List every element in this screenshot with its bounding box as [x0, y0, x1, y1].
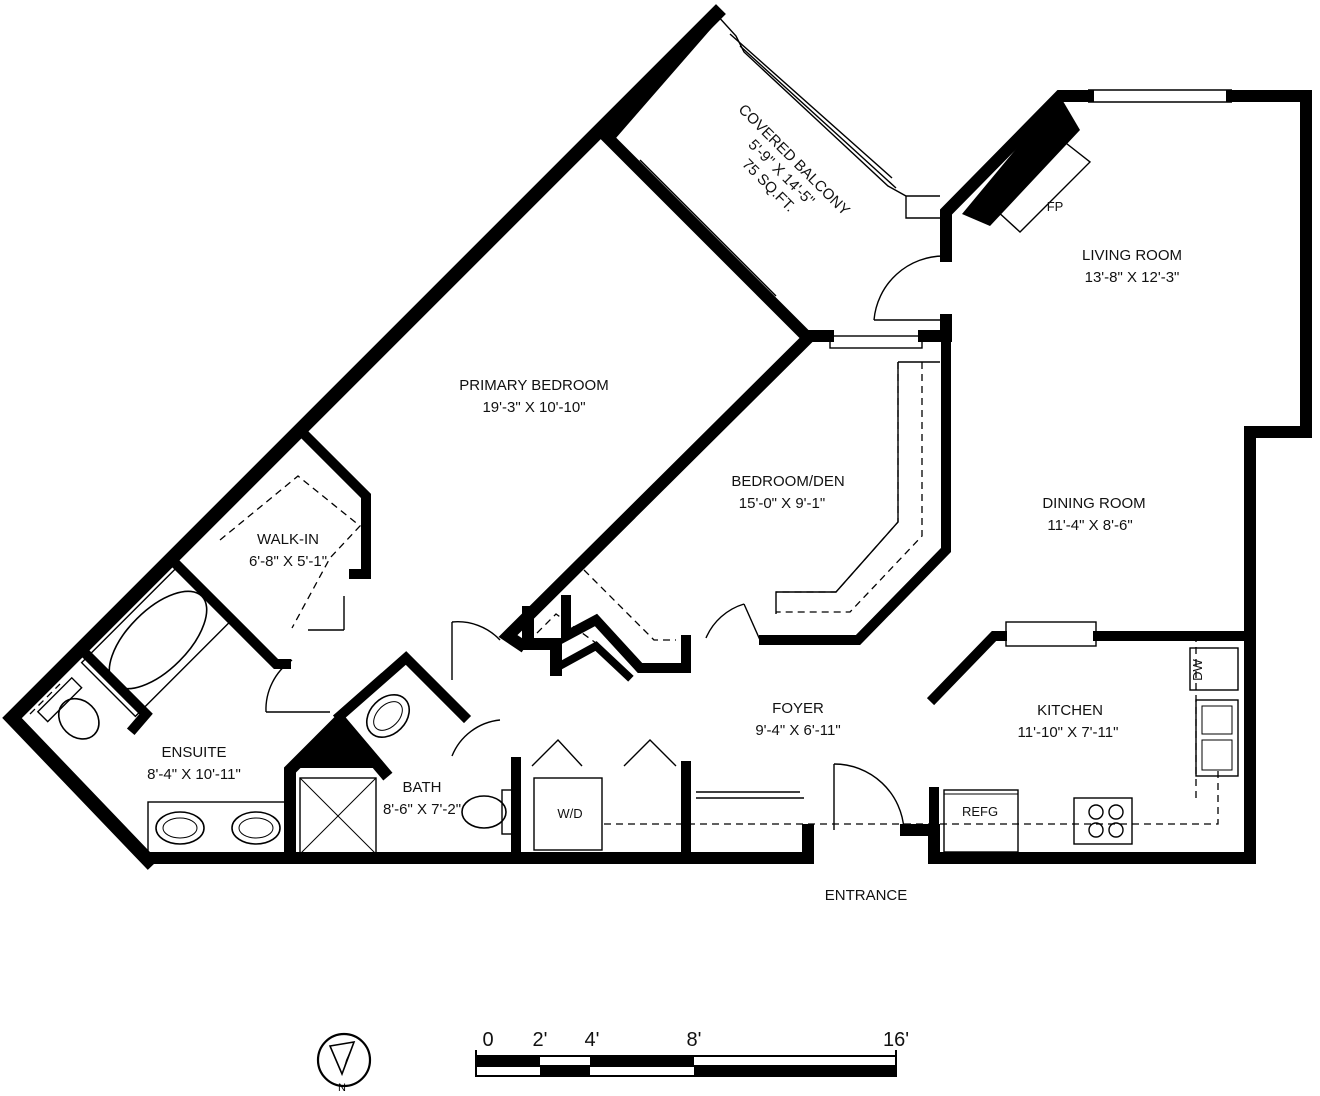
shower-corner	[292, 720, 386, 770]
living-room-dims: 13'-8" X 12'-3"	[1085, 269, 1180, 286]
scale-tick-16: 16'	[883, 1029, 909, 1051]
stove-icon	[1073, 797, 1133, 845]
interior-walls	[76, 314, 1249, 863]
bath-dims: 8'-6" X 7'-2"	[383, 801, 461, 818]
living-room-name: LIVING ROOM	[1082, 247, 1182, 264]
exterior-wall-living-north	[940, 90, 1094, 262]
exterior-wall-south-left	[142, 824, 814, 864]
refrigerator-icon	[943, 789, 1019, 853]
washer-dryer: W/D	[531, 738, 677, 851]
shower-icon	[299, 777, 377, 855]
dishwasher-label: DW	[1190, 658, 1205, 680]
bedroom-den-dims: 15'-0" X 9'-1"	[739, 495, 825, 512]
primary-bedroom-name: PRIMARY BEDROOM	[459, 377, 608, 394]
balcony-rail	[715, 13, 940, 219]
kitchen-island	[1005, 621, 1097, 647]
fireplace	[962, 96, 1092, 233]
toilet-icon	[36, 676, 100, 740]
exterior-wall-west	[2, 4, 726, 870]
primary-bedroom-dims: 19'-3" X 10'-10"	[482, 399, 585, 416]
bathtub-icon	[80, 562, 236, 718]
dining-room-name: DINING ROOM	[1042, 495, 1145, 512]
fireplace-label: FP	[1047, 199, 1064, 214]
closet-rails	[696, 361, 940, 799]
scale-tick-2: 2'	[533, 1029, 548, 1051]
compass-north-label: N	[338, 1082, 346, 1094]
kitchen-sink-icon	[1195, 699, 1239, 777]
balcony-wall	[599, 5, 815, 345]
bedroom-den-name: BEDROOM/DEN	[731, 473, 844, 490]
walk-in-dims: 6'-8" X 5'-1"	[249, 553, 327, 570]
kitchen-fixtures: REFG DW	[943, 621, 1239, 853]
kitchen-name: KITCHEN	[1037, 702, 1103, 719]
doors	[265, 255, 945, 831]
ensuite-fixtures	[29, 562, 291, 855]
washer-dryer-label: W/D	[557, 806, 582, 821]
foyer-name: FOYER	[772, 700, 824, 717]
dishwasher-icon	[1189, 647, 1239, 691]
sink-icon	[155, 811, 205, 845]
bath-fixtures	[299, 693, 517, 855]
refrigerator-label: REFG	[962, 804, 998, 819]
scale-tick-8: 8'	[687, 1029, 702, 1051]
scale-bar: 0 2' 4' 8' 16'	[475, 1029, 909, 1077]
foyer-dims: 9'-4" X 6'-11"	[755, 722, 840, 739]
sink-icon	[365, 693, 411, 739]
entrance-label: ENTRANCE	[825, 887, 908, 904]
walk-in-name: WALK-IN	[257, 531, 319, 548]
ensuite-vanity	[147, 801, 291, 855]
bath-name: BATH	[403, 779, 442, 796]
kitchen-dims: 11'-10" X 7'-11"	[1018, 724, 1119, 741]
scale-tick-4: 4'	[585, 1029, 600, 1051]
compass-icon: N	[316, 1032, 372, 1094]
toilet-icon	[461, 789, 517, 835]
windows	[631, 89, 1232, 349]
ensuite-name: ENSUITE	[161, 744, 226, 761]
sink-icon	[231, 811, 281, 845]
room-labels: COVERED BALCONY 5'-9" X 14'-5" 75 SQ.FT.…	[147, 101, 1182, 904]
scale-tick-0: 0	[482, 1029, 493, 1051]
ensuite-dims: 8'-4" X 10'-11"	[147, 766, 241, 783]
dining-room-dims: 11'-4" X 8'-6"	[1047, 517, 1132, 534]
